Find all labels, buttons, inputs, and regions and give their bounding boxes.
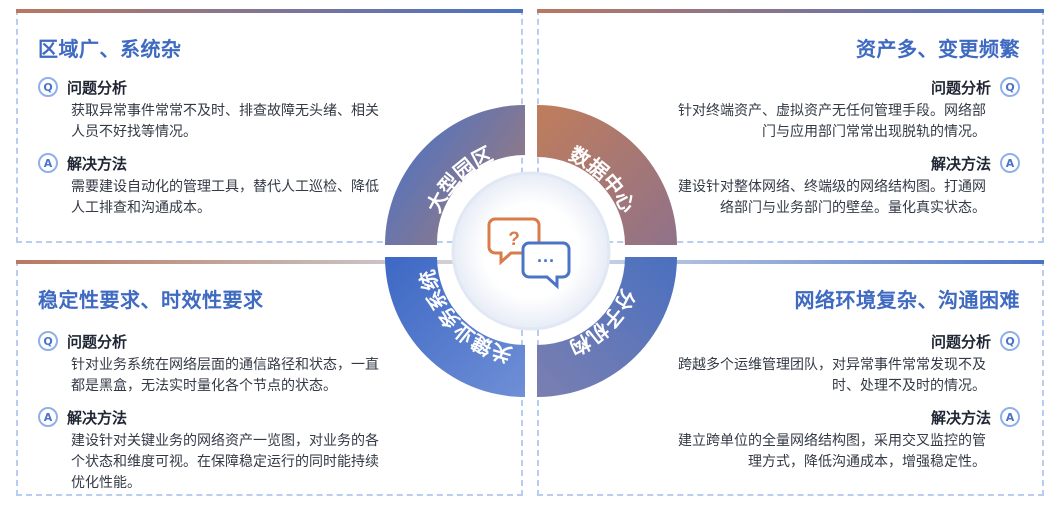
- card-title: 区域广、系统杂: [38, 37, 182, 61]
- segment-data-center: [537, 105, 677, 245]
- card-title: 资产多、变更频繁: [856, 37, 1020, 61]
- solution-text: 建设针对整体网络、终端级的网络结构图。打通网络部门与业务部门的壁垒。量化真实状态…: [678, 179, 986, 216]
- solution-text: 建设针对关键业务的网络资产一览图，对业务的各个状态和维度可视。在保障稳定运行的同…: [71, 433, 379, 491]
- analysis-label: 问题分析: [67, 78, 128, 97]
- solution-label: 解决方法: [67, 154, 128, 173]
- ellipsis-dots: ···: [537, 251, 555, 271]
- card-title: 稳定性要求、时效性要求: [38, 288, 264, 312]
- analysis-section: Q 问题分析 获取异常事件常常不及时、排查故障无头绪、相关人员不好找等情况。: [38, 76, 379, 143]
- answer-icon: A: [38, 407, 58, 427]
- chat-bubbles-icon: ? ···: [487, 217, 571, 290]
- answer-icon: A: [1000, 407, 1020, 427]
- card-title: 网络环境复杂、沟通困难: [794, 288, 1020, 312]
- analysis-section: 问题分析 Q 针对终端资产、虚拟资产无任何管理手段。网络部门与应用部门常常出现脱…: [670, 76, 1020, 143]
- card-accent-bar: [16, 260, 523, 264]
- analysis-text: 针对终端资产、虚拟资产无任何管理手段。网络部门与应用部门常常出现脱轨的情况。: [678, 103, 986, 140]
- solution-section: A 解决方法 需要建设自动化的管理工具，替代人工巡检、降低人工排查和沟通成本。: [38, 152, 379, 219]
- solution-text: 建立跨单位的全量网络结构图，采用交叉监控的管理方式，降低沟通成本，增强稳定性。: [678, 433, 986, 470]
- question-icon: Q: [38, 331, 58, 351]
- analysis-text: 跨越多个运维管理团队，对异常事件常常发现不及时、处理不及时的情况。: [678, 357, 986, 394]
- card-accent-bar: [16, 9, 523, 13]
- card-top-left: 区域广、系统杂 Q 问题分析 获取异常事件常常不及时、排查故障无头绪、相关人员不…: [16, 9, 523, 243]
- answer-icon: A: [38, 153, 58, 173]
- analysis-label: 问题分析: [67, 332, 128, 351]
- card-accent-bar: [537, 260, 1044, 264]
- card-accent-bar: [537, 9, 1044, 13]
- analysis-section: 问题分析 Q 跨越多个运维管理团队，对异常事件常常发现不及时、处理不及时的情况。: [670, 330, 1020, 397]
- solution-label: 解决方法: [67, 408, 128, 427]
- solution-section: 解决方法 A 建设针对整体网络、终端级的网络结构图。打通网络部门与业务部门的壁垒…: [670, 152, 1020, 219]
- question-icon: Q: [38, 77, 58, 97]
- analysis-label: 问题分析: [930, 78, 991, 97]
- solution-label: 解决方法: [930, 154, 991, 173]
- solution-label: 解决方法: [930, 408, 991, 427]
- solution-text: 需要建设自动化的管理工具，替代人工巡检、降低人工排查和沟通成本。: [71, 179, 379, 216]
- analysis-label: 问题分析: [930, 332, 991, 351]
- segment-branch-org: [537, 257, 677, 397]
- question-icon: Q: [1000, 77, 1020, 97]
- segment-key-business: [385, 257, 525, 397]
- center-ring-diagram: 大型园区 数据中心 分子机构 关键业务系统 ? ···: [385, 105, 677, 397]
- analysis-text: 针对业务系统在网络层面的通信路径和状态，一直都是黑盒，无法实时量化各个节点的状态…: [71, 357, 379, 394]
- solution-section: A 解决方法 建设针对关键业务的网络资产一览图，对业务的各个状态和维度可视。在保…: [38, 406, 379, 494]
- segment-large-campus: [385, 105, 525, 245]
- analysis-text: 获取异常事件常常不及时、排查故障无头绪、相关人员不好找等情况。: [71, 103, 379, 140]
- analysis-section: Q 问题分析 针对业务系统在网络层面的通信路径和状态，一直都是黑盒，无法实时量化…: [38, 330, 379, 397]
- question-mark: ?: [508, 229, 520, 250]
- solution-section: 解决方法 A 建立跨单位的全量网络结构图，采用交叉监控的管理方式，降低沟通成本，…: [670, 406, 1020, 473]
- question-icon: Q: [1000, 331, 1020, 351]
- answer-icon: A: [1000, 153, 1020, 173]
